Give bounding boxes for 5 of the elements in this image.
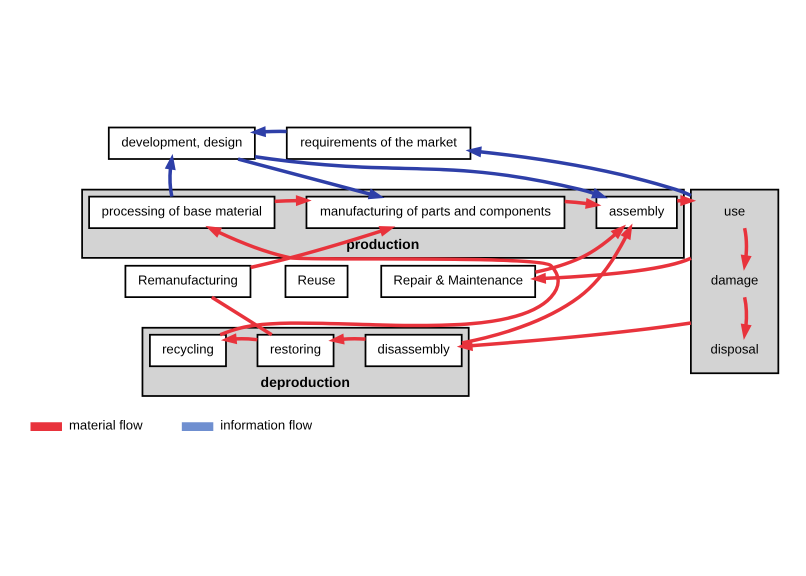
node-text: damage (710, 272, 758, 288)
node-text: use (724, 203, 746, 218)
legend-label: material flow (68, 418, 143, 433)
legend-label: information flow (220, 418, 312, 433)
node-text: disposal (710, 342, 759, 357)
